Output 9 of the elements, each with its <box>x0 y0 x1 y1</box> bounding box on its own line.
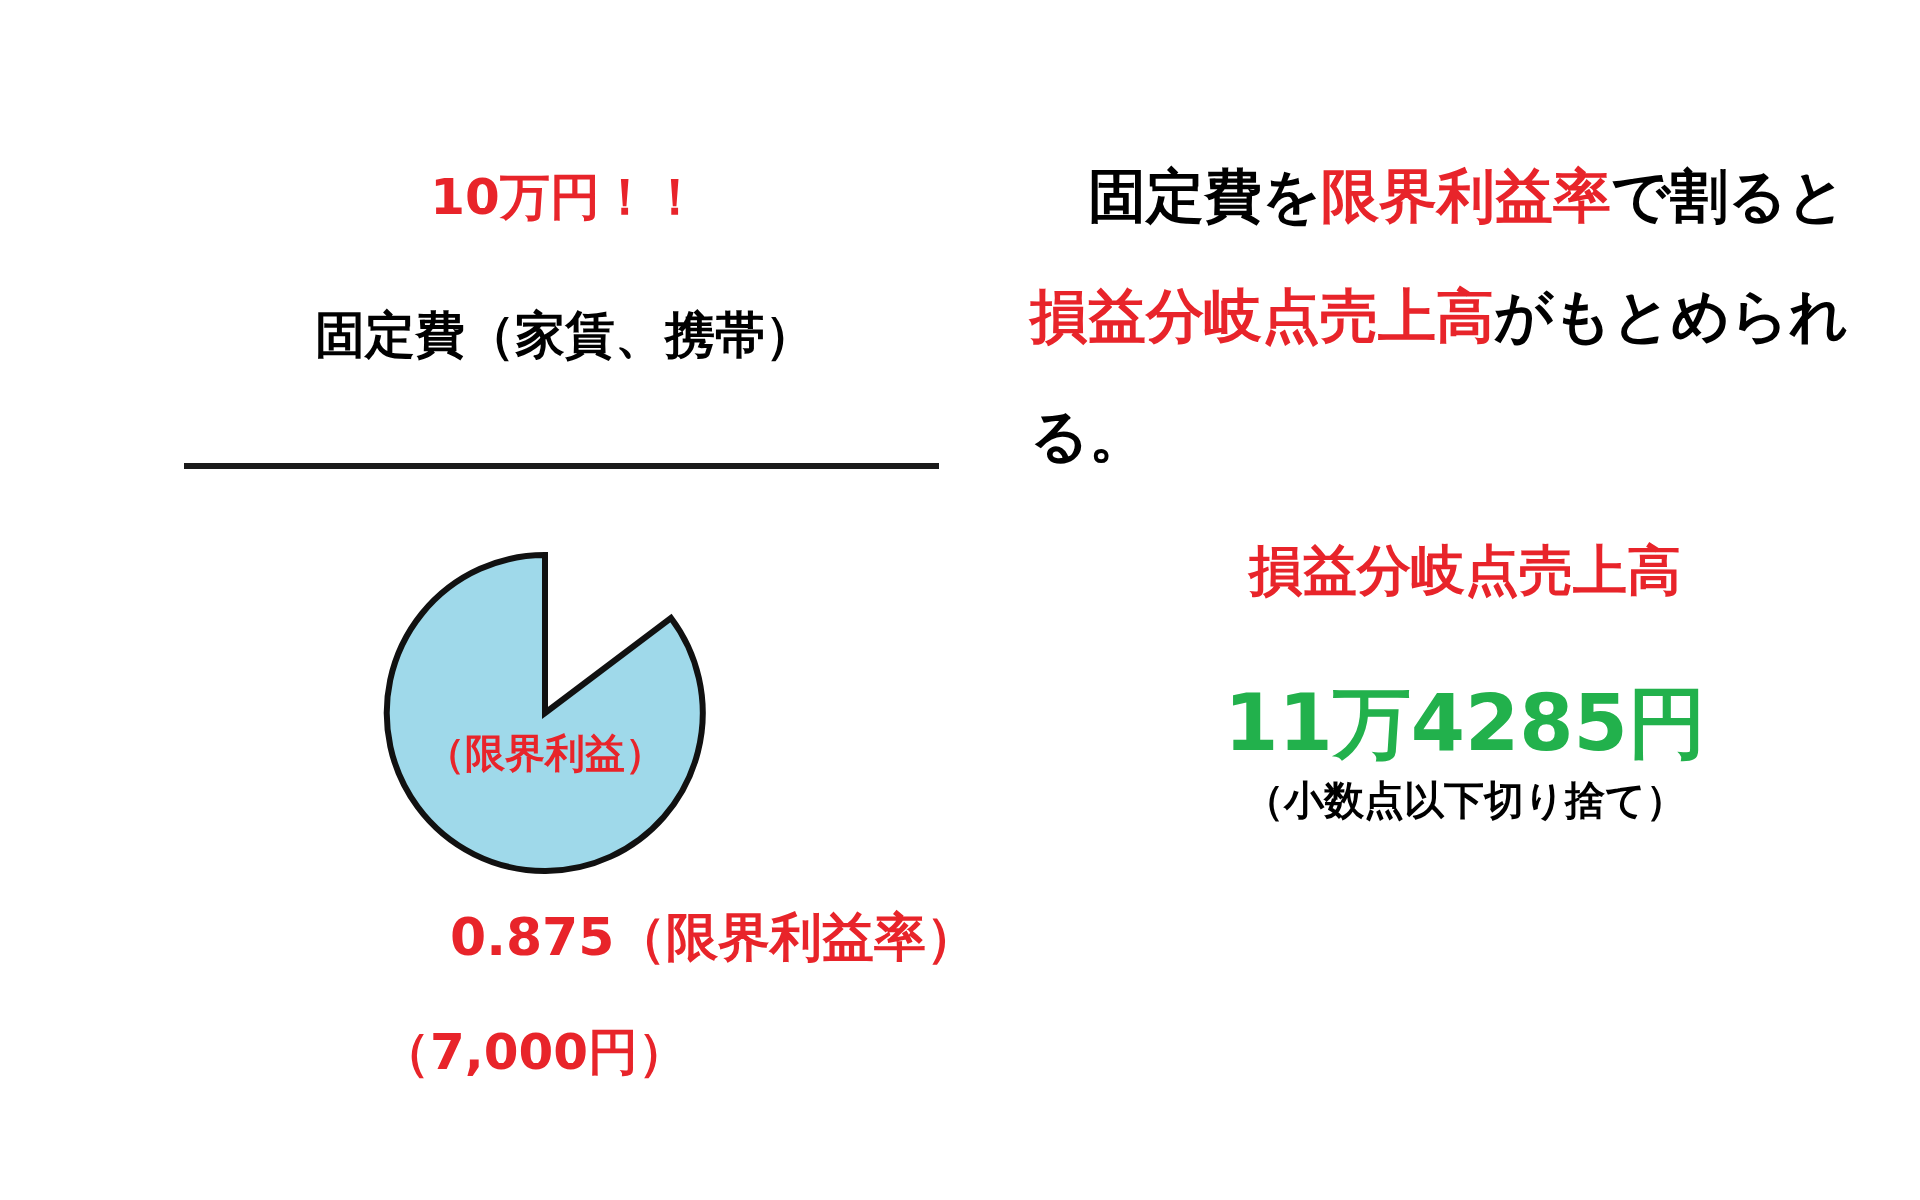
result-value: 11万4285円 <box>1223 677 1707 770</box>
ratio-text: 0.875（限界利益率） <box>450 906 980 969</box>
amount-text: 10万円！！ <box>429 167 701 228</box>
result-note: （小数点以下切り捨て） <box>1243 776 1687 825</box>
numerator-text: 固定費（家賃、携帯） <box>314 305 816 366</box>
profit-text: （7,000円） <box>380 1022 690 1083</box>
pie-label: （限界利益） <box>424 733 666 773</box>
result-heading: 損益分岐点売上高 <box>1247 538 1682 604</box>
explanation-text: 固定費を限界利益率で割ると損益分岐点売上高がもとめられる。 <box>1030 161 1849 472</box>
